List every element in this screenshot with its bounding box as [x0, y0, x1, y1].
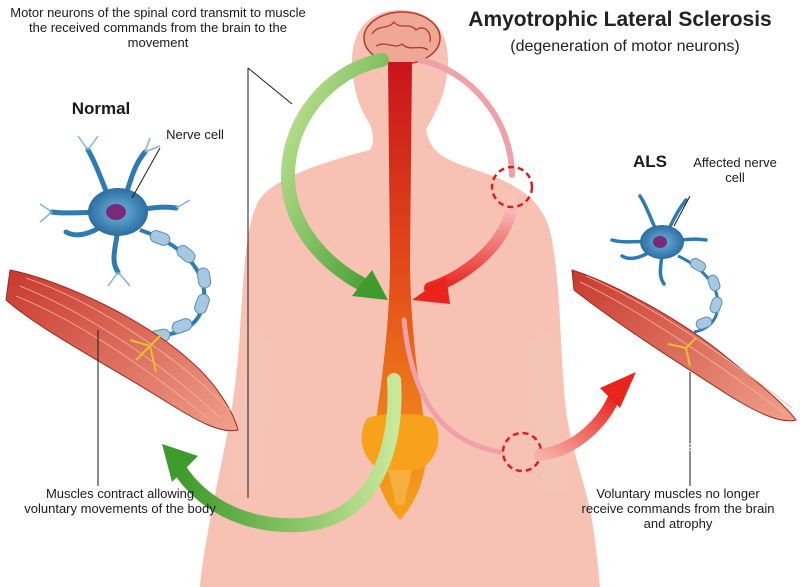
diagram-subtitle: (degeneration of motor neurons)	[510, 38, 740, 55]
watermark-logo: VCG	[620, 431, 649, 446]
affected-neuron	[610, 194, 723, 334]
watermark-box	[578, 404, 792, 470]
green-arrow-spine-to-muscle	[162, 373, 402, 533]
normal-label: Normal	[71, 99, 131, 118]
leader-lines	[97, 67, 691, 498]
nerve-cell-label: Nerve cell	[166, 127, 224, 142]
green-arrow-brain-to-spine	[280, 53, 389, 300]
red-arrow-brain-to-spine	[412, 57, 534, 304]
diagram-title: Amyotrophic Lateral Sclerosis	[468, 8, 772, 31]
voluntary-muscles-caption: Voluntary muscles no longer receive comm…	[581, 486, 775, 531]
muscles-contract-caption: Muscles contract allowing voluntary move…	[24, 486, 216, 516]
spinal-cord	[361, 62, 439, 520]
motor-neuron-caption: Motor neurons of the spinal cord transmi…	[10, 5, 306, 50]
atrophied-muscle	[571, 269, 797, 422]
normal-muscle	[5, 269, 239, 432]
watermark-text: VCG21123085470	[662, 442, 756, 454]
als-label: ALS	[633, 152, 667, 171]
affected-nerve-cell-label: Affected nerve cell	[693, 155, 777, 185]
normal-neuron	[39, 135, 212, 358]
red-arrow-spine-to-muscle	[401, 317, 636, 473]
